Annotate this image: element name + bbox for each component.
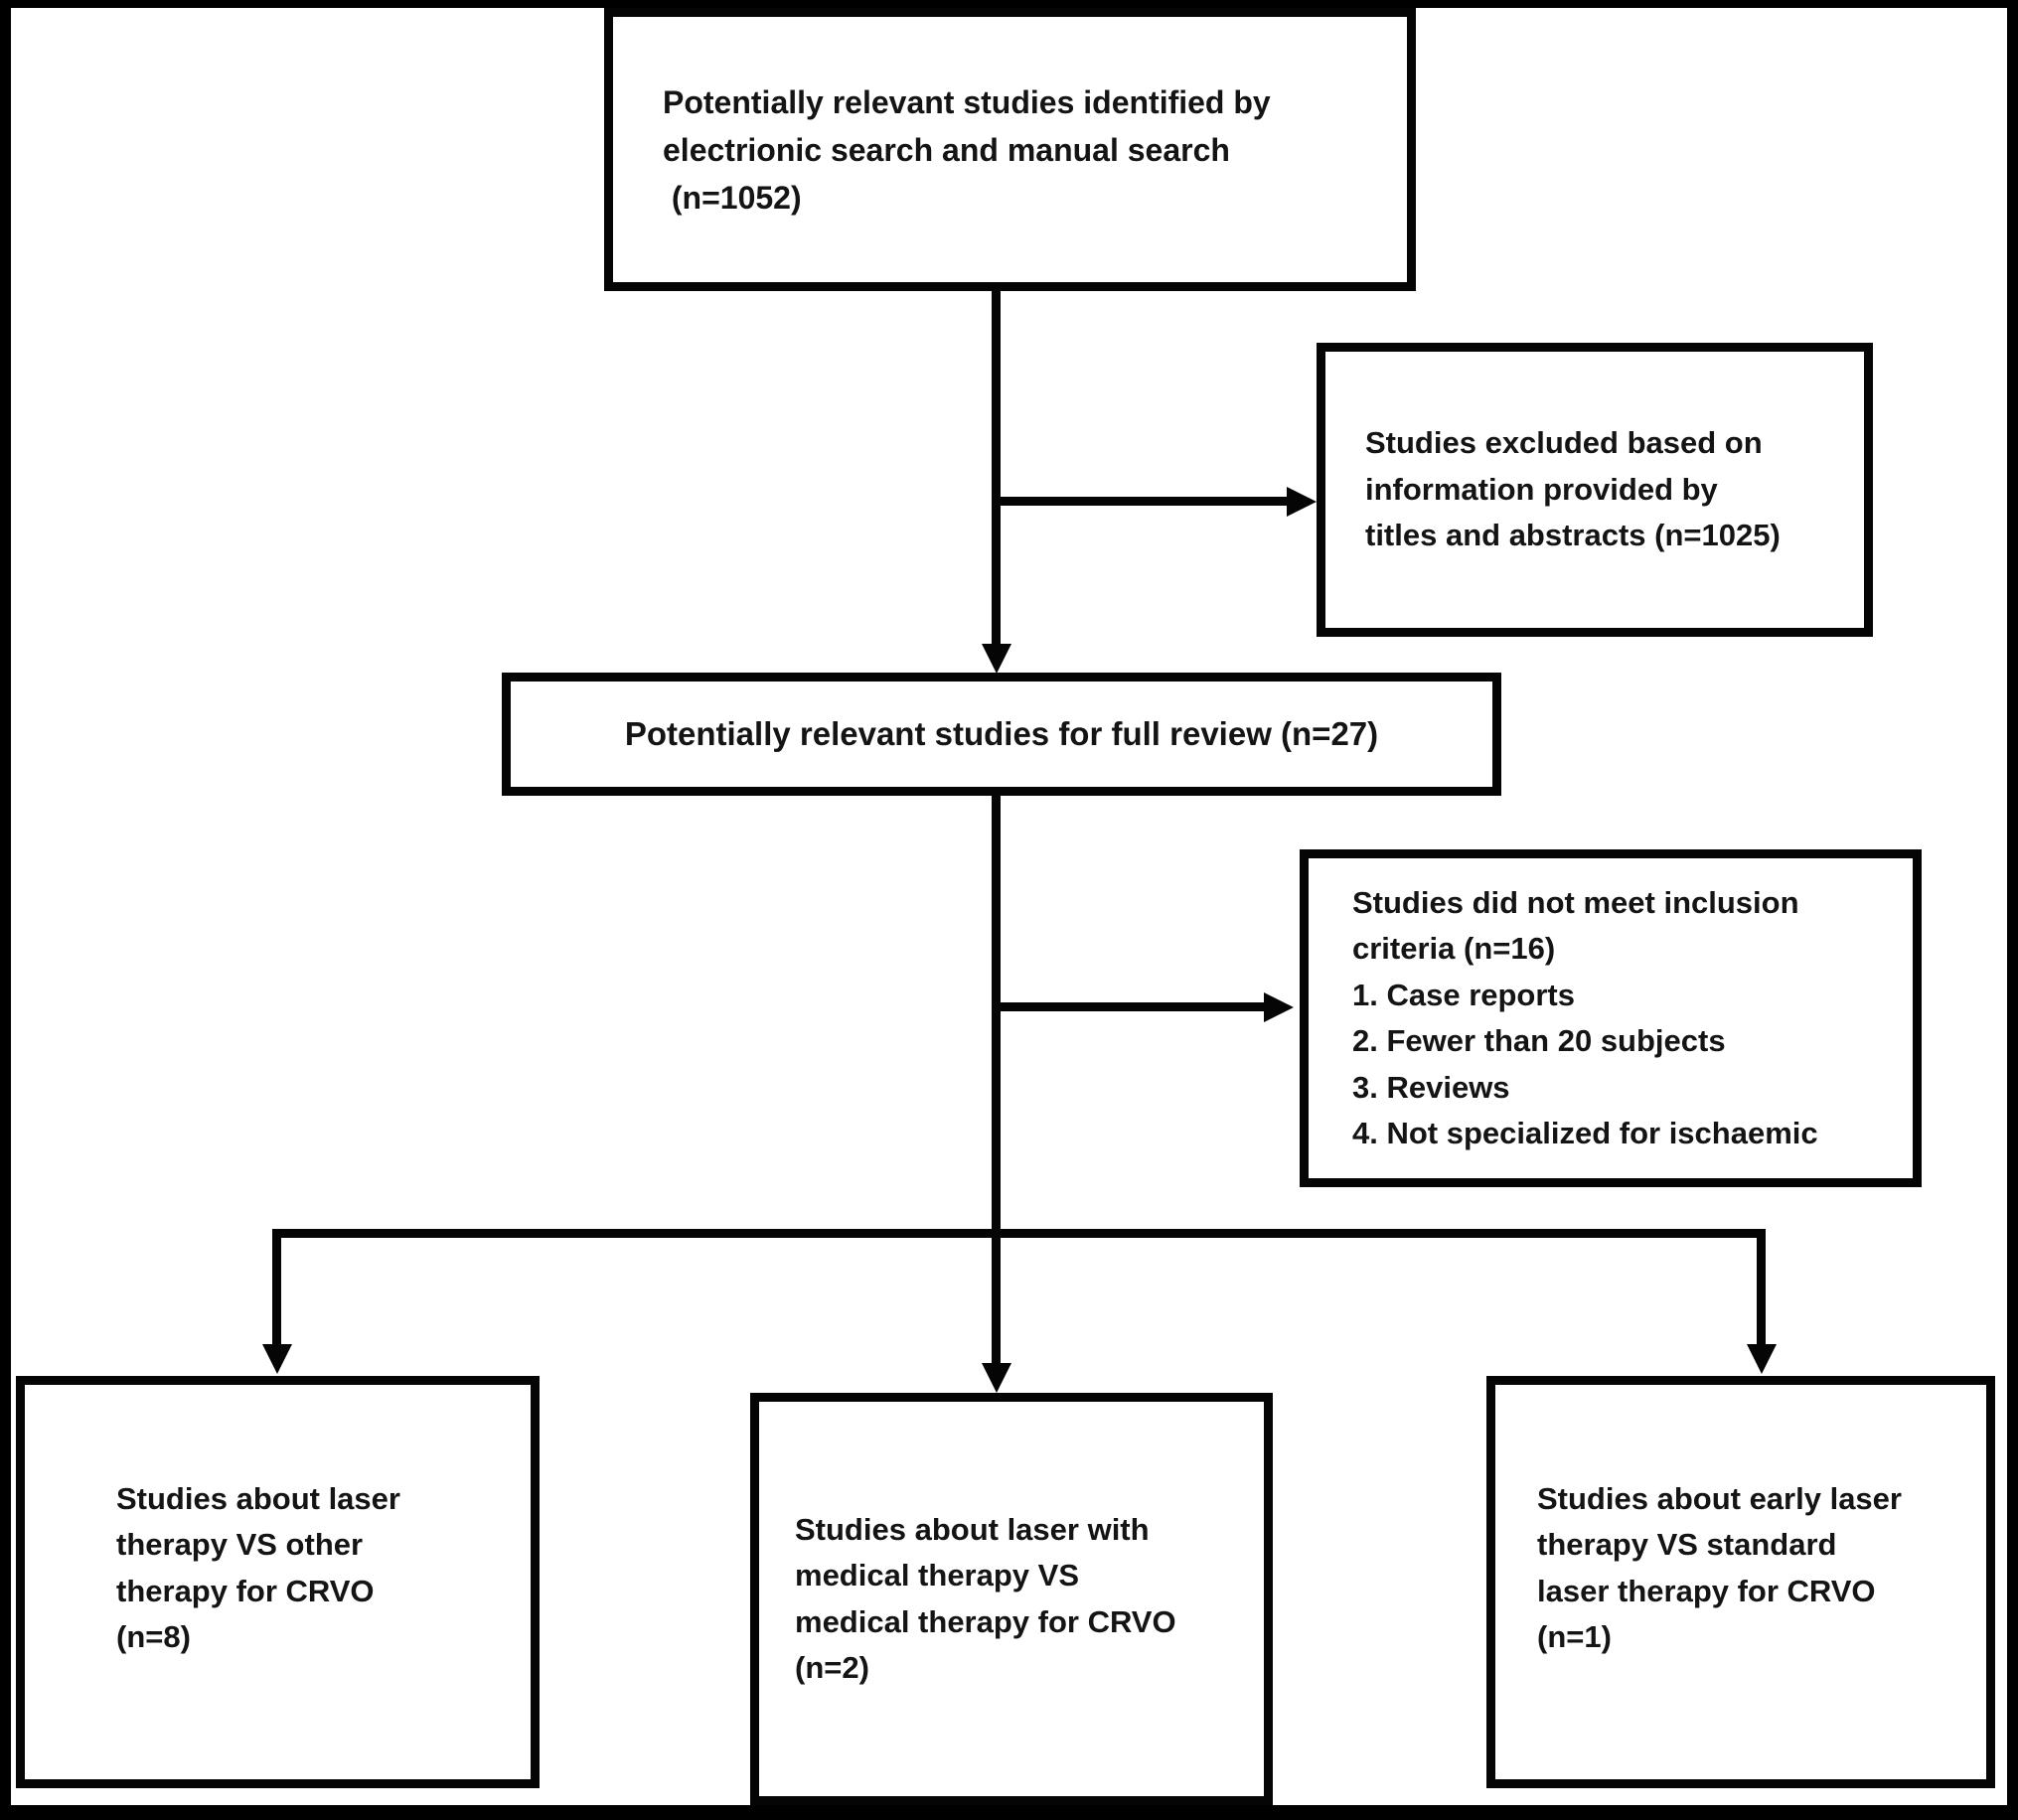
connector-branch-to-excluded: [996, 497, 1287, 506]
node-identified-studies-text: Potentially relevant studies identified …: [663, 83, 1271, 216]
connector-distributor: [272, 1229, 1766, 1238]
node-laser-medical-vs-medical-text: Studies about laser with medical therapy…: [795, 1511, 1176, 1686]
arrowhead-into-full-review: [982, 644, 1011, 674]
connector-full-review-to-bottom: [992, 795, 1001, 1363]
arrowhead-into-laser-vs-other: [262, 1344, 292, 1374]
arrowhead-into-laser-medical: [982, 1363, 1011, 1393]
arrowhead-into-early-laser: [1747, 1344, 1777, 1374]
node-excluded-studies-text: Studies excluded based on information pr…: [1365, 425, 1781, 553]
arrowhead-into-excluded: [1287, 487, 1317, 517]
node-exclusion-criteria: Studies did not meet inclusion criteria …: [1300, 849, 1922, 1187]
connector-identified-to-full-review: [992, 288, 1001, 646]
connector-branch-to-criteria: [996, 1002, 1264, 1011]
node-full-review: Potentially relevant studies for full re…: [502, 673, 1501, 796]
connector-drop-right: [1757, 1229, 1766, 1347]
node-laser-vs-other-therapy-text: Studies about laser therapy VS other the…: [116, 1480, 400, 1655]
node-identified-studies: Potentially relevant studies identified …: [604, 8, 1416, 291]
arrowhead-into-criteria: [1264, 992, 1294, 1022]
node-full-review-text: Potentially relevant studies for full re…: [624, 715, 1379, 753]
connector-drop-left: [272, 1229, 281, 1347]
node-laser-vs-other-therapy: Studies about laser therapy VS other the…: [16, 1376, 540, 1788]
node-laser-medical-vs-medical: Studies about laser with medical therapy…: [750, 1393, 1273, 1805]
node-early-vs-standard-laser-text: Studies about early laser therapy VS sta…: [1537, 1480, 1902, 1655]
node-exclusion-criteria-text: Studies did not meet inclusion criteria …: [1352, 884, 1818, 1151]
node-excluded-studies: Studies excluded based on information pr…: [1317, 343, 1873, 637]
node-early-vs-standard-laser: Studies about early laser therapy VS sta…: [1486, 1376, 1995, 1788]
